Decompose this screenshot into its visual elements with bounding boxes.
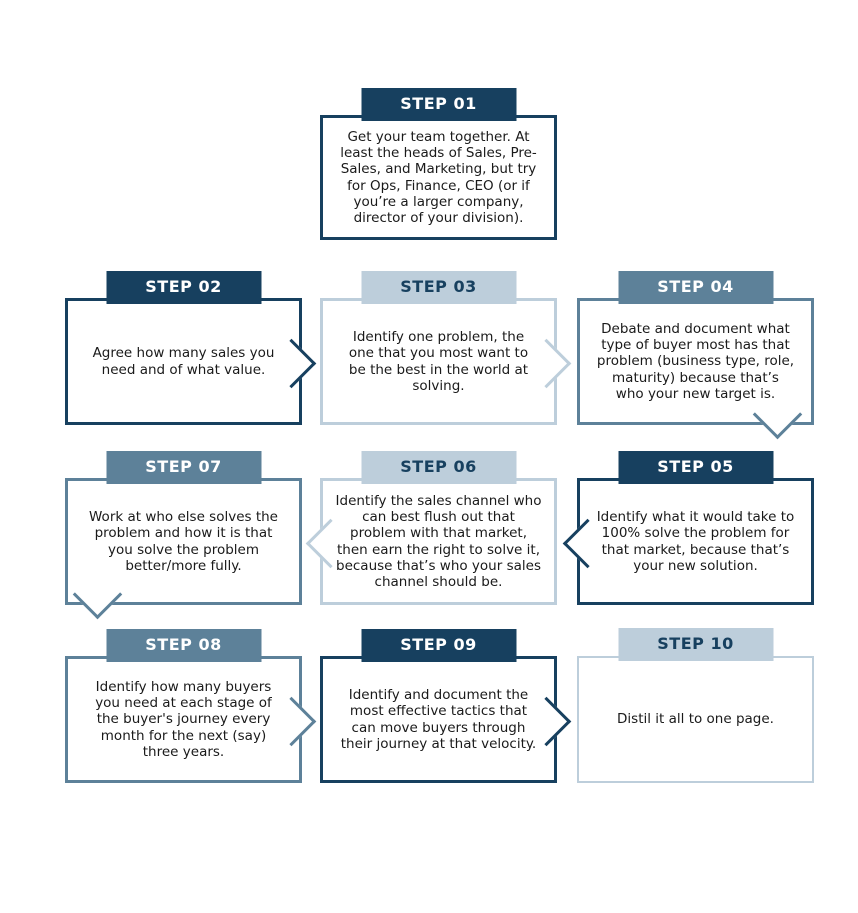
- step-tab-09: STEP 09: [361, 629, 516, 662]
- step-text-10: Distil it all to one page.: [617, 711, 774, 728]
- step-card-06: STEP 06 Identify the sales channel who c…: [305, 451, 557, 605]
- step-card-10: STEP 10 Distil it all to one page.: [577, 628, 814, 783]
- step-text-04: Debate and document what type of buyer m…: [596, 321, 795, 402]
- step-tab-04: STEP 04: [618, 271, 773, 304]
- step-text-06: Identify the sales channel who can best …: [335, 492, 542, 590]
- step-tab-07: STEP 07: [106, 451, 261, 484]
- step-card-04: STEP 04 Debate and document what type of…: [577, 271, 814, 440]
- step-tab-06: STEP 06: [361, 451, 516, 484]
- step-card-09: STEP 09 Identify and document the most e…: [320, 629, 572, 783]
- step-card-02: STEP 02 Agree how many sales you need an…: [65, 271, 317, 425]
- step-tab-10: STEP 10: [618, 628, 773, 661]
- step-card-03: STEP 03 Identify one problem, the one th…: [320, 271, 572, 425]
- step-card-05: STEP 05 Identify what it would take to 1…: [562, 451, 814, 605]
- step-text-05: Identify what it would take to 100% solv…: [596, 509, 795, 574]
- step-tab-01: STEP 01: [361, 88, 516, 121]
- step-card-08: STEP 08 Identify how many buyers you nee…: [65, 629, 317, 783]
- step-card-01: STEP 01 Get your team together. At least…: [320, 88, 557, 240]
- step-text-09: Identify and document the most effective…: [340, 687, 537, 752]
- step-text-01: Get your team together. At least the hea…: [340, 128, 537, 226]
- step-text-03: Identify one problem, the one that you m…: [348, 329, 529, 394]
- step-tab-05: STEP 05: [618, 451, 773, 484]
- step-tab-02: STEP 02: [106, 271, 261, 304]
- step-tab-03: STEP 03: [361, 271, 516, 304]
- step-text-08: Identify how many buyers you need at eac…: [95, 679, 272, 760]
- step-tab-08: STEP 08: [106, 629, 261, 662]
- step-text-02: Agree how many sales you need and of wha…: [92, 345, 275, 378]
- step-text-07: Work at who else solves the problem and …: [89, 509, 278, 574]
- step-card-07: STEP 07 Work at who else solves the prob…: [65, 451, 302, 620]
